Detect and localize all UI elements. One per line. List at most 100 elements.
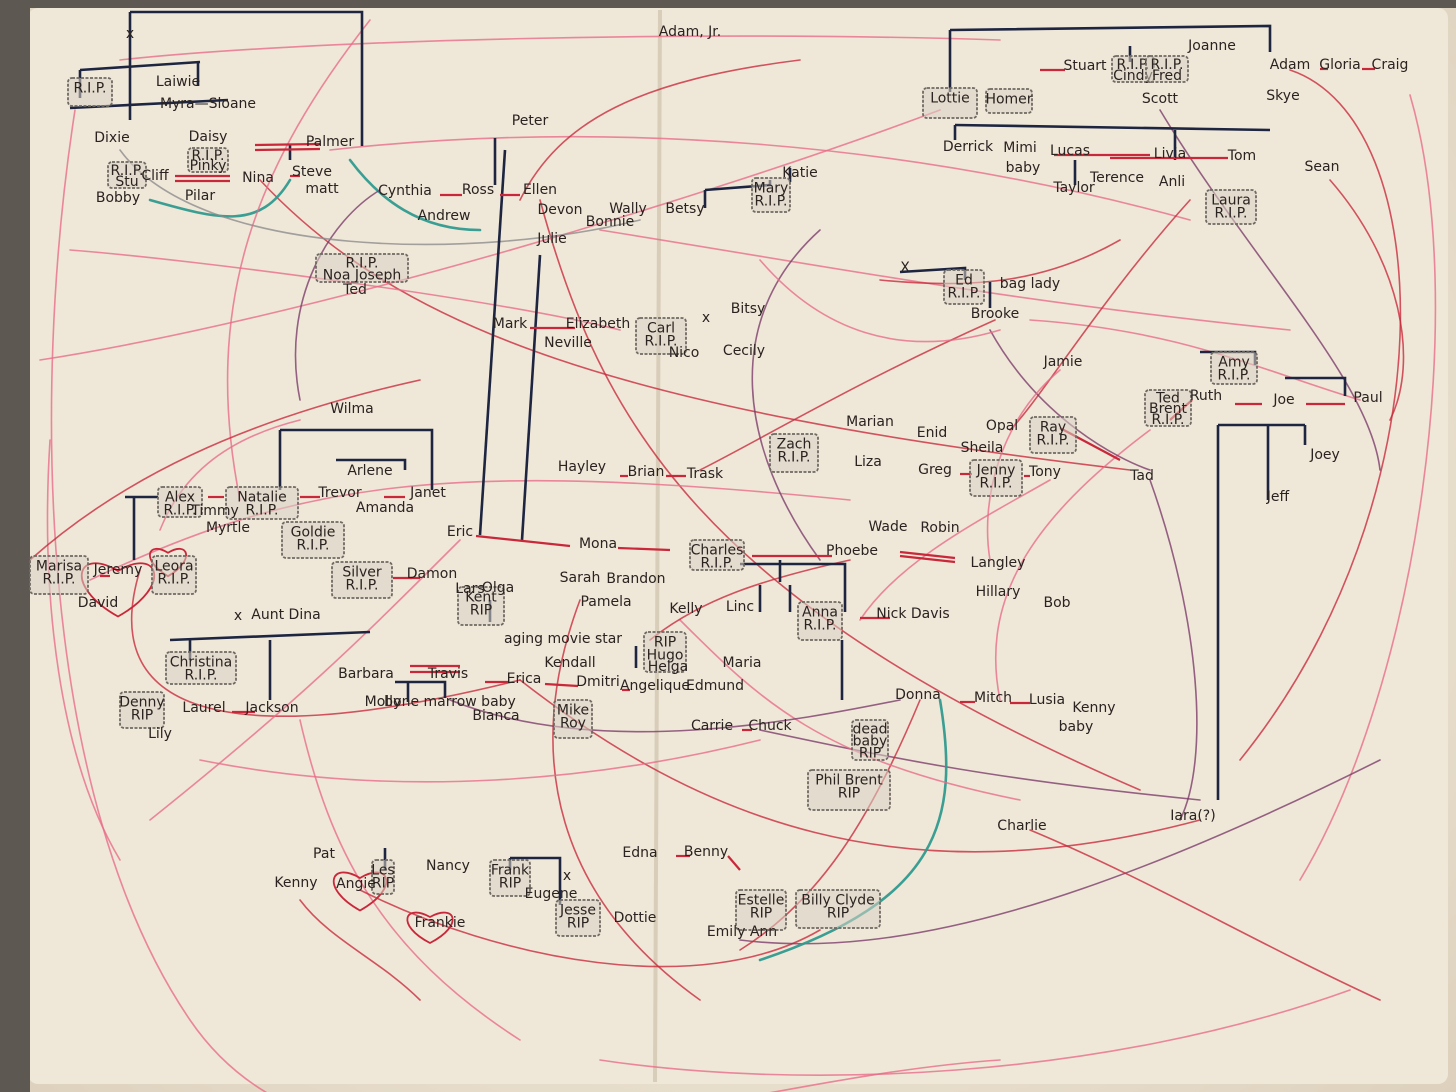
person-name: Hillary	[976, 584, 1021, 600]
person-name: Cliff	[141, 168, 169, 184]
person-name: Molly	[365, 694, 402, 710]
person-name: Jackson	[244, 700, 298, 716]
rip-box-label: R.I.P.	[1037, 432, 1070, 448]
rip-box-label: R.I.P.	[192, 148, 225, 164]
relationship-curve	[552, 599, 701, 1001]
lineage-line	[79, 60, 201, 72]
relationship-curve	[699, 319, 996, 471]
person-name: Timmy	[190, 503, 239, 519]
person-name: Liza	[854, 454, 882, 470]
person-name: Opal	[986, 418, 1018, 434]
person-name: matt	[305, 181, 339, 197]
person-name: Donna	[895, 687, 941, 703]
person-name: Dottie	[614, 910, 657, 926]
rip-box-label: Phil Brent	[815, 772, 883, 788]
lineage-line	[336, 458, 407, 470]
rip-box-frame	[1210, 351, 1258, 385]
rip-box-label: Christina	[170, 654, 232, 670]
relationship-curve	[329, 135, 1191, 221]
person-name: baby	[1059, 719, 1094, 735]
person-name: Angie	[336, 876, 376, 892]
rip-box-label: R.I.P.	[1215, 205, 1248, 221]
person-name: David	[78, 595, 118, 611]
rip-box-frame	[1029, 416, 1077, 454]
person-name: Sean	[1305, 159, 1340, 175]
rip-box-frame	[969, 459, 1023, 497]
rip-box-label: Leora	[154, 558, 193, 574]
relationship-curve	[519, 679, 1201, 853]
person-name: Skye	[1266, 88, 1299, 104]
relationship-curve	[1029, 829, 1381, 1001]
rip-box-frame	[331, 561, 393, 599]
relationship-curve	[994, 429, 1151, 701]
person-name: Tad	[1129, 468, 1154, 484]
relationship-curve	[759, 729, 1201, 801]
person-name: Trask	[686, 466, 724, 482]
rip-box-label: dead	[853, 722, 888, 738]
person-name: Bob	[1043, 595, 1070, 611]
person-name: Enid	[917, 425, 948, 441]
paper-fold	[653, 9, 662, 1083]
rip-box-label: Jesse	[559, 902, 596, 918]
rip-box-label: Brent	[1149, 401, 1188, 417]
rip-box-label: Pinky	[190, 158, 227, 174]
person-name: Craig	[1372, 57, 1409, 73]
person-name: Robin	[920, 520, 959, 536]
person-name: Marian	[846, 414, 894, 430]
lineage-line	[478, 149, 507, 536]
rip-box-frame	[943, 269, 985, 305]
person-name: Adam	[1270, 57, 1310, 73]
person-name: Julie	[536, 231, 566, 247]
person-name: Terence	[1089, 170, 1144, 186]
relationship-curve	[89, 479, 851, 581]
rip-box-label: R.I.P.	[346, 256, 379, 272]
person-name: Nico	[669, 345, 700, 361]
person-name: Dmitri	[576, 674, 619, 690]
rip-box-frame	[187, 147, 229, 173]
rip-box-frame	[555, 899, 601, 937]
lineage-line	[740, 562, 847, 612]
relationship-curve	[130, 569, 521, 717]
partner-link	[899, 554, 956, 564]
lineage-line	[130, 10, 364, 146]
relationship-curve	[859, 479, 1051, 621]
person-name: Kenny	[274, 875, 317, 891]
rip-box-label: Noa Joseph	[323, 268, 401, 284]
rip-box: R.I.P.Noa Joseph	[315, 253, 409, 284]
lineage-line	[954, 123, 1271, 132]
rip-box-label: R.I.P.	[755, 193, 788, 209]
rip-box-label: Marisa	[36, 558, 82, 574]
person-name: Ruth	[1190, 388, 1222, 404]
partner-link	[544, 682, 579, 688]
person-name: Betsy	[665, 201, 704, 217]
rip-box-label: R.I.P.	[158, 571, 191, 587]
person-name: Langley	[971, 555, 1026, 571]
relationship-curve	[46, 439, 121, 861]
person-name: Pamela	[580, 594, 631, 610]
person-name: Ted	[342, 282, 367, 298]
x-mark: x	[126, 26, 134, 42]
rip-box-frame	[1205, 189, 1257, 225]
rip-box-label: R.I.P.	[645, 333, 678, 349]
relationship-curve	[1009, 199, 1191, 431]
rip-box-frame	[315, 253, 409, 283]
relationship-curve	[519, 59, 801, 201]
rip-box-label: R.I.P.	[1152, 412, 1185, 428]
person-name: Jamie	[1043, 354, 1083, 370]
person-name: Emily Ann	[707, 924, 777, 940]
person-name: Wally	[609, 201, 647, 217]
relationship-curve	[119, 149, 641, 246]
person-name: Lars	[455, 581, 484, 597]
person-name: baby	[1006, 160, 1041, 176]
rip-box-label: Hugo	[647, 647, 684, 663]
person-name: Steve	[292, 164, 332, 180]
person-name: Mona	[579, 536, 617, 552]
